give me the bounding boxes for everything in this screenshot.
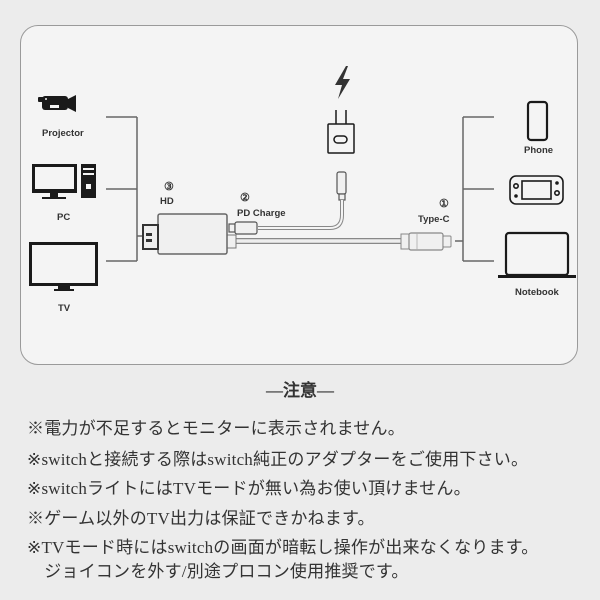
port-label-pd-charge: PD Charge [237,208,286,219]
pd-charge-port [228,221,258,235]
note-item: ※switchライトにはTVモードが無い為お使い頂けません。 [27,479,471,498]
note-item: ジョイコンを外す/別途プロコン使用推奨です。 [27,562,409,581]
video-camera-icon [38,95,76,112]
port-label-hd: HD [160,196,174,207]
type-c-cable [225,232,452,251]
notes-title: —注意— [266,381,334,400]
power-adapter-icon [327,110,355,154]
tv-icon [29,242,98,291]
hdmi-adapter [142,213,228,255]
note-item: ※TVモード時にはswitchの画面が暗転し操作が出来なくなります。 [27,538,539,557]
port-number-type-c: ① [439,198,449,210]
device-label-phone: Phone [524,145,554,156]
left-bracket-lines [106,116,145,262]
device-label-tv: TV [58,303,71,314]
note-item: ※ゲーム以外のTV出力は保証できかねます。 [27,509,375,528]
device-label-pc: PC [57,212,71,223]
desktop-pc-icon [32,164,96,199]
port-label-type-c: Type-C [418,214,450,225]
pd-charge-cable [258,171,347,230]
laptop-icon [498,231,576,278]
note-item: ※電力が不足するとモニターに表示されません。 [27,419,405,438]
lightning-bolt-icon [335,66,350,99]
game-console-icon [509,175,564,205]
note-item: ※switchと接続する際はswitch純正のアダプターをご使用下さい。 [27,450,529,469]
right-bracket-lines [455,116,494,262]
connection-diagram [29,66,576,291]
diagram-panel [20,25,578,365]
port-number-pd-charge: ② [240,192,250,204]
port-number-hd: ③ [164,181,174,193]
smartphone-icon [526,100,549,142]
device-label-projector: Projector [42,128,84,139]
device-label-notebook: Notebook [515,287,559,298]
